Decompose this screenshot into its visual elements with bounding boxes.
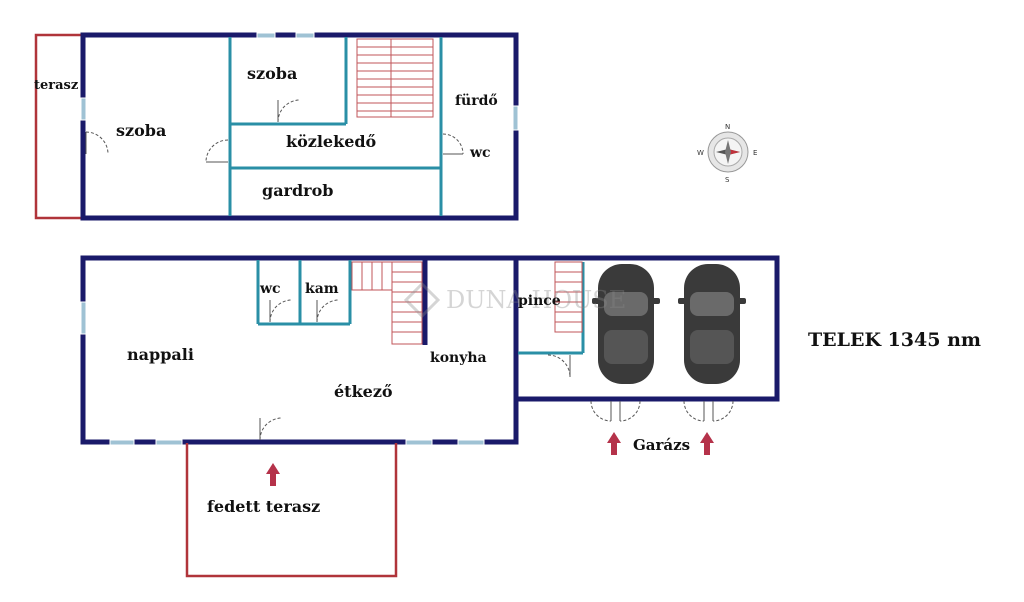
label-garazs: Garázs [633,436,690,454]
watermark-logo: DUNA HOUSE [403,281,626,319]
label-szoba-left: szoba [116,121,166,140]
garage-outer-wall [513,255,780,402]
upper-floor: terasz szoba szoba közlekedő gardrob für… [34,32,519,221]
label-szoba-upper: szoba [247,64,297,83]
ground-stairs [351,261,583,345]
upper-stairs [356,38,434,118]
label-pince: pince [518,293,561,309]
watermark-text: DUNA HOUSE [446,286,626,314]
label-telek: TELEK 1345 nm [808,329,981,351]
label-konyha: konyha [430,350,487,366]
label-nappali: nappali [127,345,194,364]
label-wc-lower: wc [259,281,281,297]
label-wc-upper: wc [469,145,491,161]
label-terasz: terasz [34,78,78,93]
label-kam: kam [305,281,339,297]
compass-icon: N E S W [697,123,757,184]
label-fedett-terasz: fedett terasz [207,497,320,516]
compass-s: S [725,176,730,184]
compass-e: E [753,149,757,157]
label-furdo: fürdő [455,93,498,109]
label-gardrob: gardrob [262,181,333,200]
car-icon-1 [592,264,660,384]
arrow-up-icon [607,432,621,455]
compass-n: N [725,123,730,131]
compass-w: W [697,149,704,157]
car-icon-2 [678,264,746,384]
fedett-terasz-outline [185,443,398,578]
terasz-outline [34,33,86,220]
arrow-up-icon [266,463,280,486]
label-kozlekedo: közlekedő [286,132,377,151]
label-etkezo: étkező [334,382,393,401]
arrow-up-icon [700,432,714,455]
ground-floor: DUNA HOUSE wc kam nappali étkező konyha … [80,255,780,578]
